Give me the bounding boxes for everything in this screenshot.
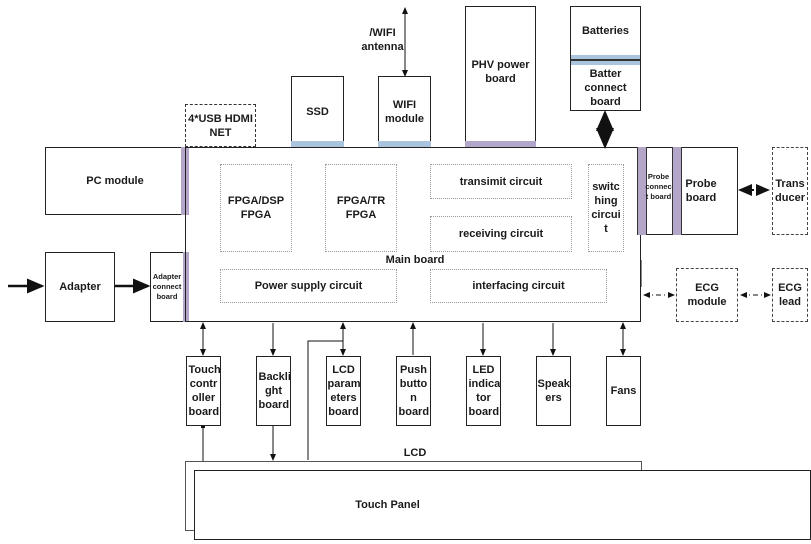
interfacing-box: interfacing circuit (430, 269, 607, 303)
bottom-board-label: Fans (610, 385, 637, 397)
ecg-lead-label: ECG lead (778, 282, 802, 308)
touch-controller-box: Touch contr oller board (186, 356, 221, 426)
wifi-connector (378, 141, 431, 148)
probe-connector-left (637, 147, 647, 235)
lcd-label: LCD (403, 447, 427, 459)
ssd-box: SSD (291, 76, 344, 147)
transducer-box: Trans ducer (772, 147, 808, 235)
pc-label: PC module (86, 175, 144, 187)
adapter-connect-box: Adapter connect board (150, 252, 186, 322)
fpga-dsp-box: FPGA/DSP FPGA (220, 164, 292, 252)
adapter-label: Adapter (59, 281, 101, 293)
ecg-module-label: ECG module (687, 282, 727, 308)
phv-power-board-box: PHV power board (465, 6, 536, 147)
power-supply-box: Power supply circuit (220, 269, 397, 303)
fpga-tr-box: FPGA/TR FPGA (325, 164, 397, 252)
led-indicator-box: LED indica tor board (466, 356, 501, 426)
backlight-box: Backli ght board (256, 356, 291, 426)
bottom-board-label: Speak ers (537, 378, 570, 404)
pc-module-box: PC module (45, 147, 185, 215)
push-button-box: Push butto n board (396, 356, 431, 426)
phv-connector (465, 141, 536, 148)
transmit-circuit-box: transimit circuit (430, 164, 572, 199)
fpga-tr-label: FPGA/TR FPGA (336, 195, 386, 221)
switching-circuit-box: switc hing circui t (588, 164, 624, 252)
touch-panel-label: Touch Panel (355, 499, 420, 511)
bottom-board-label: LED indica tor board (468, 364, 501, 418)
receiving-label: receiving circuit (458, 228, 544, 240)
adapter-connector (183, 252, 189, 322)
ssd-connector (291, 141, 344, 148)
usb-label: 4*USB HDMI NET (188, 112, 253, 139)
fpga-dsp-label: FPGA/DSP FPGA (227, 195, 285, 221)
transducer-label: Trans ducer (775, 178, 805, 204)
wifi-module-box: WIFI module (378, 76, 431, 147)
ecg-module-box: ECG module (676, 268, 738, 322)
ssd-label: SSD (306, 105, 329, 118)
adapter-connect-label: Adapter connect board (152, 272, 182, 301)
switching-label: switc hing circui t (591, 181, 621, 235)
ecg-lead-box: ECG lead (772, 268, 808, 322)
bottom-board-label: Backli ght board (258, 371, 291, 411)
battery-connect-label: Batter connect board (584, 68, 627, 108)
bottom-board-label: Push butto n board (398, 364, 430, 418)
speakers-box: Speak ers (536, 356, 571, 426)
wifi-module-label: WIFI module (384, 98, 425, 125)
batteries-label: Batteries (581, 25, 630, 37)
interfacing-label: interfacing circuit (472, 280, 565, 292)
probe-board-box: Probe board (637, 147, 738, 235)
receiving-circuit-box: receiving circuit (430, 216, 572, 252)
battery-box: Batteries Batter connect board (570, 6, 641, 111)
probe-connect-label: Probe connec t board (645, 172, 672, 201)
probe-board-label: Probe board (685, 178, 717, 204)
probe-connector-right (672, 147, 682, 235)
power-supply-label: Power supply circuit (254, 280, 363, 292)
wifi-antenna-label: /WIFI antenna (361, 27, 404, 53)
main-board-label: Main board (385, 254, 445, 266)
touch-panel-box: Touch Panel (194, 470, 811, 540)
lcd-parameters-box: LCD param eters board (326, 356, 361, 426)
adapter-box: Adapter (45, 252, 115, 322)
transmit-label: transimit circuit (459, 175, 543, 188)
bottom-board-label: LCD param eters board (327, 364, 361, 418)
usb-hdmi-net-box: 4*USB HDMI NET (185, 104, 256, 147)
phv-label: PHV power board (471, 58, 530, 85)
fans-box: Fans (606, 356, 641, 426)
battery-connector (571, 55, 640, 65)
bottom-board-label: Touch contr oller board (188, 364, 221, 418)
